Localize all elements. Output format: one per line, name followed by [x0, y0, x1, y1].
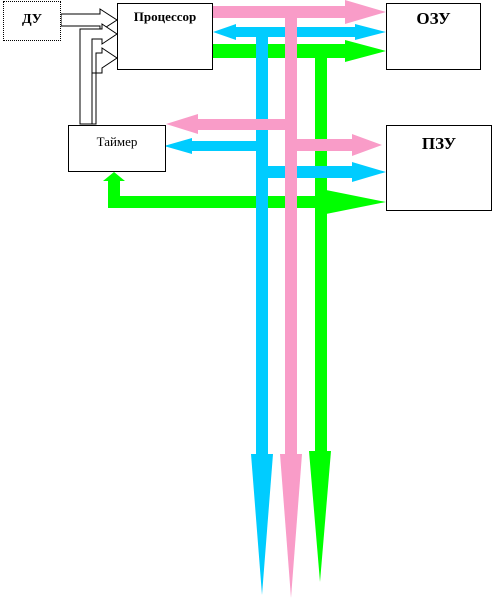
- control-bus-arrow-to-ozu: [213, 40, 386, 62]
- control-bus-arrow-to-pzu: [326, 190, 386, 214]
- address-bus-arrow-to-ozu: [213, 0, 386, 24]
- control-bus-trunk: [315, 51, 327, 451]
- control-bus-branch-horizontal: [108, 196, 330, 208]
- control-bus-branch-up: [108, 180, 120, 208]
- data-bus-arrow-processor-ozu: [213, 24, 386, 40]
- du-label: ДУ: [21, 12, 43, 27]
- timer-block: Таймер: [68, 125, 166, 172]
- data-bus: [164, 24, 386, 595]
- data-bus-trunk: [256, 32, 268, 454]
- timer-to-processor-arrow-upper: [79, 23, 118, 125]
- processor-block: Процессор: [117, 3, 213, 70]
- address-bus: [166, 0, 386, 598]
- hollow-arrows: [60, 8, 118, 125]
- data-bus-arrow-down: [251, 454, 273, 595]
- address-bus-arrow-to-pzu: [291, 134, 382, 156]
- pzu-label: ПЗУ: [421, 134, 457, 153]
- du-to-processor-arrow: [60, 8, 118, 32]
- processor-label: Процессор: [133, 9, 197, 24]
- ozu-label: ОЗУ: [416, 9, 451, 28]
- ozu-block: ОЗУ: [386, 3, 481, 70]
- address-bus-trunk: [285, 12, 297, 454]
- timer-to-processor-arrow-lower: [91, 47, 118, 125]
- address-bus-arrow-down: [280, 454, 302, 598]
- address-bus-arrow-to-timer: [166, 114, 291, 134]
- control-bus-arrow-down: [309, 451, 331, 582]
- control-bus-arrow-to-timer: [103, 172, 125, 181]
- du-block: ДУ: [3, 1, 61, 41]
- pzu-block: ПЗУ: [386, 125, 492, 211]
- data-bus-arrow-to-timer: [164, 138, 262, 154]
- timer-label: Таймер: [96, 134, 138, 149]
